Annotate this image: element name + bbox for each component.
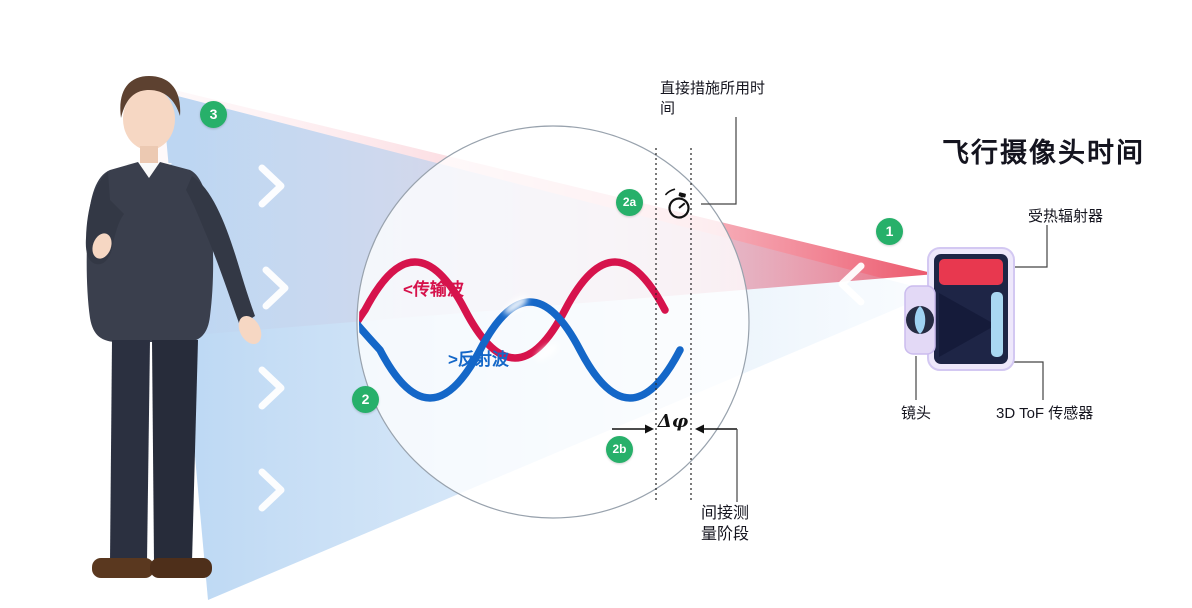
phase-delta-arrows (612, 424, 737, 434)
transmitted-wave (359, 258, 669, 362)
person-right-hand (238, 315, 262, 345)
phase-delta-label: Δφ (657, 411, 689, 432)
lens-label: 镜头 (901, 405, 932, 422)
chevron-right-icon (258, 366, 285, 410)
person-left-leg (110, 340, 150, 562)
illuminator-module (939, 259, 1003, 285)
person-figure (85, 76, 262, 578)
tof-sensor-bar (991, 292, 1003, 357)
wave-crossing-glow (504, 295, 559, 361)
person-right-leg (152, 340, 198, 562)
person-left-hand (92, 233, 112, 259)
step-badge-1: 1 (876, 218, 903, 245)
step-badge-2: 2 (352, 386, 379, 413)
illuminator-label: 受热辐射器 (1028, 208, 1104, 225)
step-badge-2b: 2b (606, 436, 633, 463)
tof-camera-device (904, 247, 1015, 371)
step-badge-2a: 2a (616, 189, 643, 216)
chevron-left-icon (838, 262, 865, 306)
sensor-leader-line (1005, 361, 1044, 400)
person-neck (140, 146, 158, 164)
reflected-wave (359, 298, 684, 402)
indirect-phase-label: 间接测量阶段 (701, 505, 750, 543)
chevron-right-icon (258, 468, 285, 512)
person-head (123, 88, 175, 150)
reflected-wave-label: >反射波 (448, 350, 509, 369)
direct-time-leader-line (701, 117, 737, 205)
direct-time-label: 直接措施所用时间 (660, 80, 766, 117)
person-right-arm (186, 176, 255, 326)
sensor-label: 3D ToF 传感器 (996, 405, 1094, 422)
person-hair (120, 76, 181, 118)
person-right-shoe (150, 558, 212, 578)
wave-group (359, 258, 684, 402)
stopwatch-icon (665, 188, 690, 219)
person-left-shoe (92, 558, 154, 578)
illuminator-leader-line (1010, 225, 1048, 268)
step-badge-3: 3 (200, 101, 227, 128)
page-title: 飞行摄像头时间 (942, 138, 1145, 168)
chevron-right-icon (262, 266, 289, 310)
transmitted-wave-label: <传输波 (403, 280, 464, 299)
chevron-right-icon (258, 164, 285, 208)
wave-magnifier-circle (356, 125, 750, 519)
lens-glass (914, 306, 926, 334)
person-torso (86, 162, 214, 342)
optical-cone (939, 293, 996, 357)
